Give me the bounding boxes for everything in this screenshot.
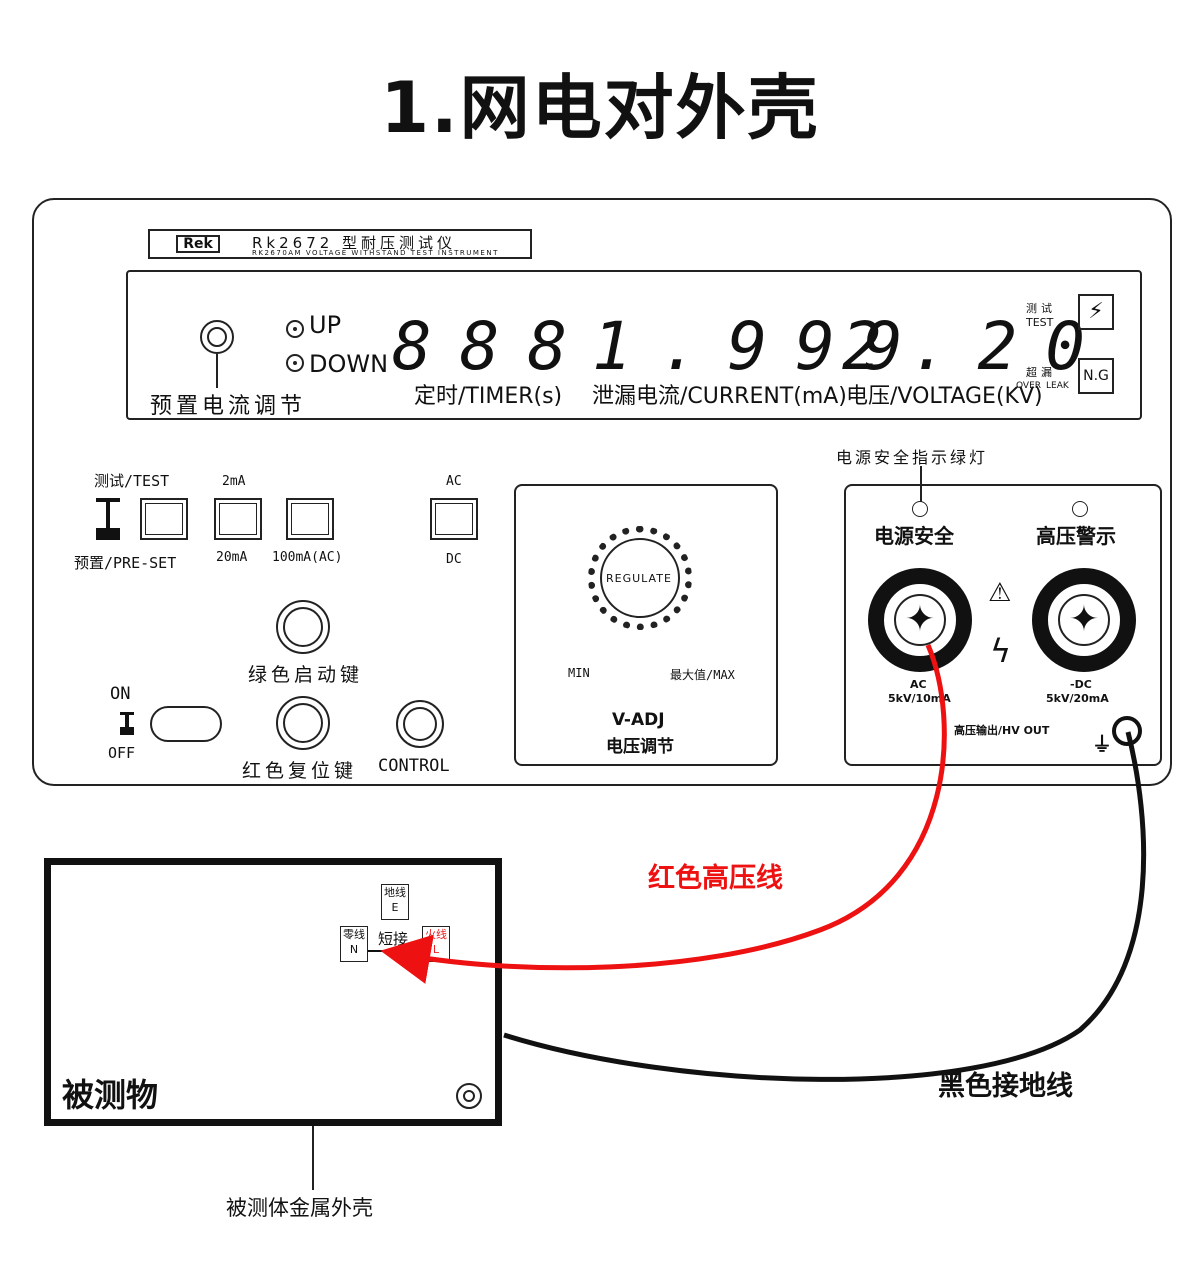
display-window [126,270,1142,420]
knob-leader-line [216,354,218,388]
test-preset-switch-icon[interactable] [96,528,120,540]
vadj-cn-label: 电压调节 [606,737,674,757]
power-switch-stem [125,715,129,727]
power-safe-lamp [912,501,928,517]
dut-name: 被测物 [62,1076,159,1114]
up-indicator-icon [286,320,304,338]
neutral-terminal-letter: N [349,943,359,956]
ac-label: AC [446,474,462,489]
test-preset-switch-stem [106,502,110,528]
dc-label: -DC [1070,678,1092,691]
brand-plate [148,229,532,259]
shell-note: 被测体金属外壳 [226,1196,373,1220]
regulate-label: REGULATE [606,572,672,585]
current-readout: 1.999 [592,308,931,385]
red-hv-wire [380,644,947,984]
black-wire-label: 黑色接地线 [938,1071,1073,1102]
off-label: OFF [108,744,136,762]
ac-terminal-cross-icon: ✦ [894,594,946,646]
min-label: MIN [568,666,590,680]
device-under-test [44,858,502,1126]
on-label: ON [110,684,131,704]
leak-label: LEAK [1046,381,1069,391]
preset-label: 预置/PRE-SET [74,554,177,572]
test-preset-button[interactable] [140,498,188,540]
model-name: Rk2672 型耐压测试仪 [252,234,457,252]
hv-warning-lamp [1072,501,1088,517]
warning-triangle-icon: ⚠ [988,578,1012,608]
down-indicator-icon [286,354,304,372]
power-switch-icon [120,727,134,735]
green-start-label: 绿色启动键 [248,664,364,686]
voltage-label: 电压/VOLTAGE(KV) [846,384,1043,409]
timer-label: 定时/TIMER(s) [414,384,563,409]
range-2ma-label: 2mA [222,474,246,489]
hv-output-panel [844,484,1162,766]
shell-leader-line [312,1126,314,1190]
black-ground-wire [503,731,1147,1082]
range-100ma-label: 100mA(AC) [272,550,343,565]
ground-icon: ⏚ [1092,732,1112,756]
down-label: DOWN [309,350,389,378]
neutral-terminal: 零线 N [340,926,368,962]
green-start-button[interactable] [276,600,330,654]
regulate-knob-inner [600,538,680,618]
hv-warning-label: 高压警示 [1036,524,1116,548]
regulate-knob[interactable] [588,526,692,630]
hv-lightning-icon: ϟ [990,632,1012,670]
power-safe-label: 电源安全 [874,524,954,548]
dc-rating: 5kV/20mA [1046,692,1109,705]
earth-terminal: 地线 E [381,884,409,920]
red-wire-label: 红色高压线 [648,863,783,894]
range-2ma-20ma-button[interactable] [214,498,262,540]
current-label: 泄漏电流/CURRENT(mA) [592,384,847,409]
ng-indicator: N.G [1078,358,1114,394]
red-reset-label: 红色复位键 [242,760,358,782]
indicator-note: 电源安全指示绿灯 [836,448,989,467]
ground-terminal[interactable] [1112,716,1142,746]
red-reset-button[interactable] [276,696,330,750]
brand-logo: Rek [176,235,220,253]
vadj-label: V-ADJ [612,710,665,730]
page-title: 1.网电对外壳 [380,67,820,149]
live-terminal-letter: L [432,943,440,956]
test-indicator-en: TEST [1026,316,1054,329]
dc-terminal-cross-icon: ✦ [1058,594,1110,646]
earth-terminal-letter: E [391,901,399,914]
range-100ma-button[interactable] [286,498,334,540]
model-name-en: RK2670AM VOLTAGE WITHSTAND TEST INSTRUME… [252,249,499,257]
hv-out-label: 高压输出/HV OUT [954,724,1050,737]
up-label: UP [309,311,342,339]
ac-label: AC [910,678,927,691]
instrument-panel [32,198,1172,786]
neutral-terminal-cn: 零线 [343,928,365,941]
preset-adjust-knob[interactable] [200,320,234,354]
preset-adjust-label: 预置电流调节 [150,394,307,419]
over-leak-cn: 超漏 [1026,366,1056,379]
power-switch[interactable] [150,706,222,742]
control-port-label: CONTROL [378,756,450,776]
power-switch-top [120,712,134,715]
max-label: 最大值/MAX [670,668,735,682]
range-20ma-label: 20mA [216,550,248,565]
voltage-readout: 2.20 [842,308,1113,385]
voltage-adjust-panel [514,484,778,766]
over-label: OVER [1016,381,1042,391]
dut-ground-point [456,1083,482,1109]
ac-rating: 5kV/10mA [888,692,951,705]
timer-readout: 888 [392,308,596,385]
test-indicator-cn: 测试 [1026,302,1056,315]
test-label: 测试/TEST [94,472,170,490]
ac-dc-button[interactable] [430,498,478,540]
lightning-icon: ⚡ [1078,294,1114,330]
dc-label: DC [446,552,462,567]
control-port-icon[interactable] [396,700,444,748]
test-preset-switch-top [96,498,120,502]
earth-terminal-cn: 地线 [384,886,406,899]
